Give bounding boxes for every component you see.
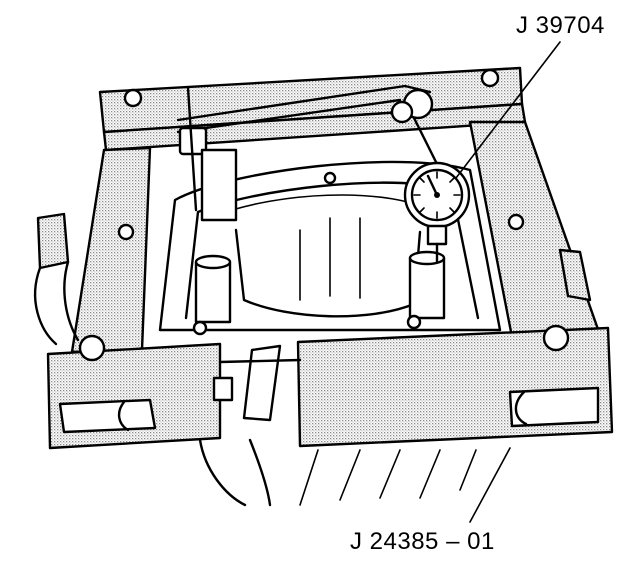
leader-lines (455, 41, 561, 523)
fixture-right-rail (468, 120, 602, 339)
center-handle (218, 344, 302, 422)
fixture-front-left-block (46, 334, 234, 450)
fixture-left-rail (33, 146, 152, 370)
leader-dial-indicator (455, 41, 561, 179)
fixture-front-right-block (296, 324, 614, 448)
leader-holding-fixture (469, 447, 511, 523)
fixture-rear-rail (98, 66, 527, 152)
holding-fixture-label: J 24385 – 01 (350, 528, 495, 555)
dial-indicator-label: J 39704 (516, 12, 605, 39)
lower-housing (198, 438, 477, 507)
dial-indicator (403, 161, 471, 264)
indicator-support-bar (176, 84, 442, 222)
